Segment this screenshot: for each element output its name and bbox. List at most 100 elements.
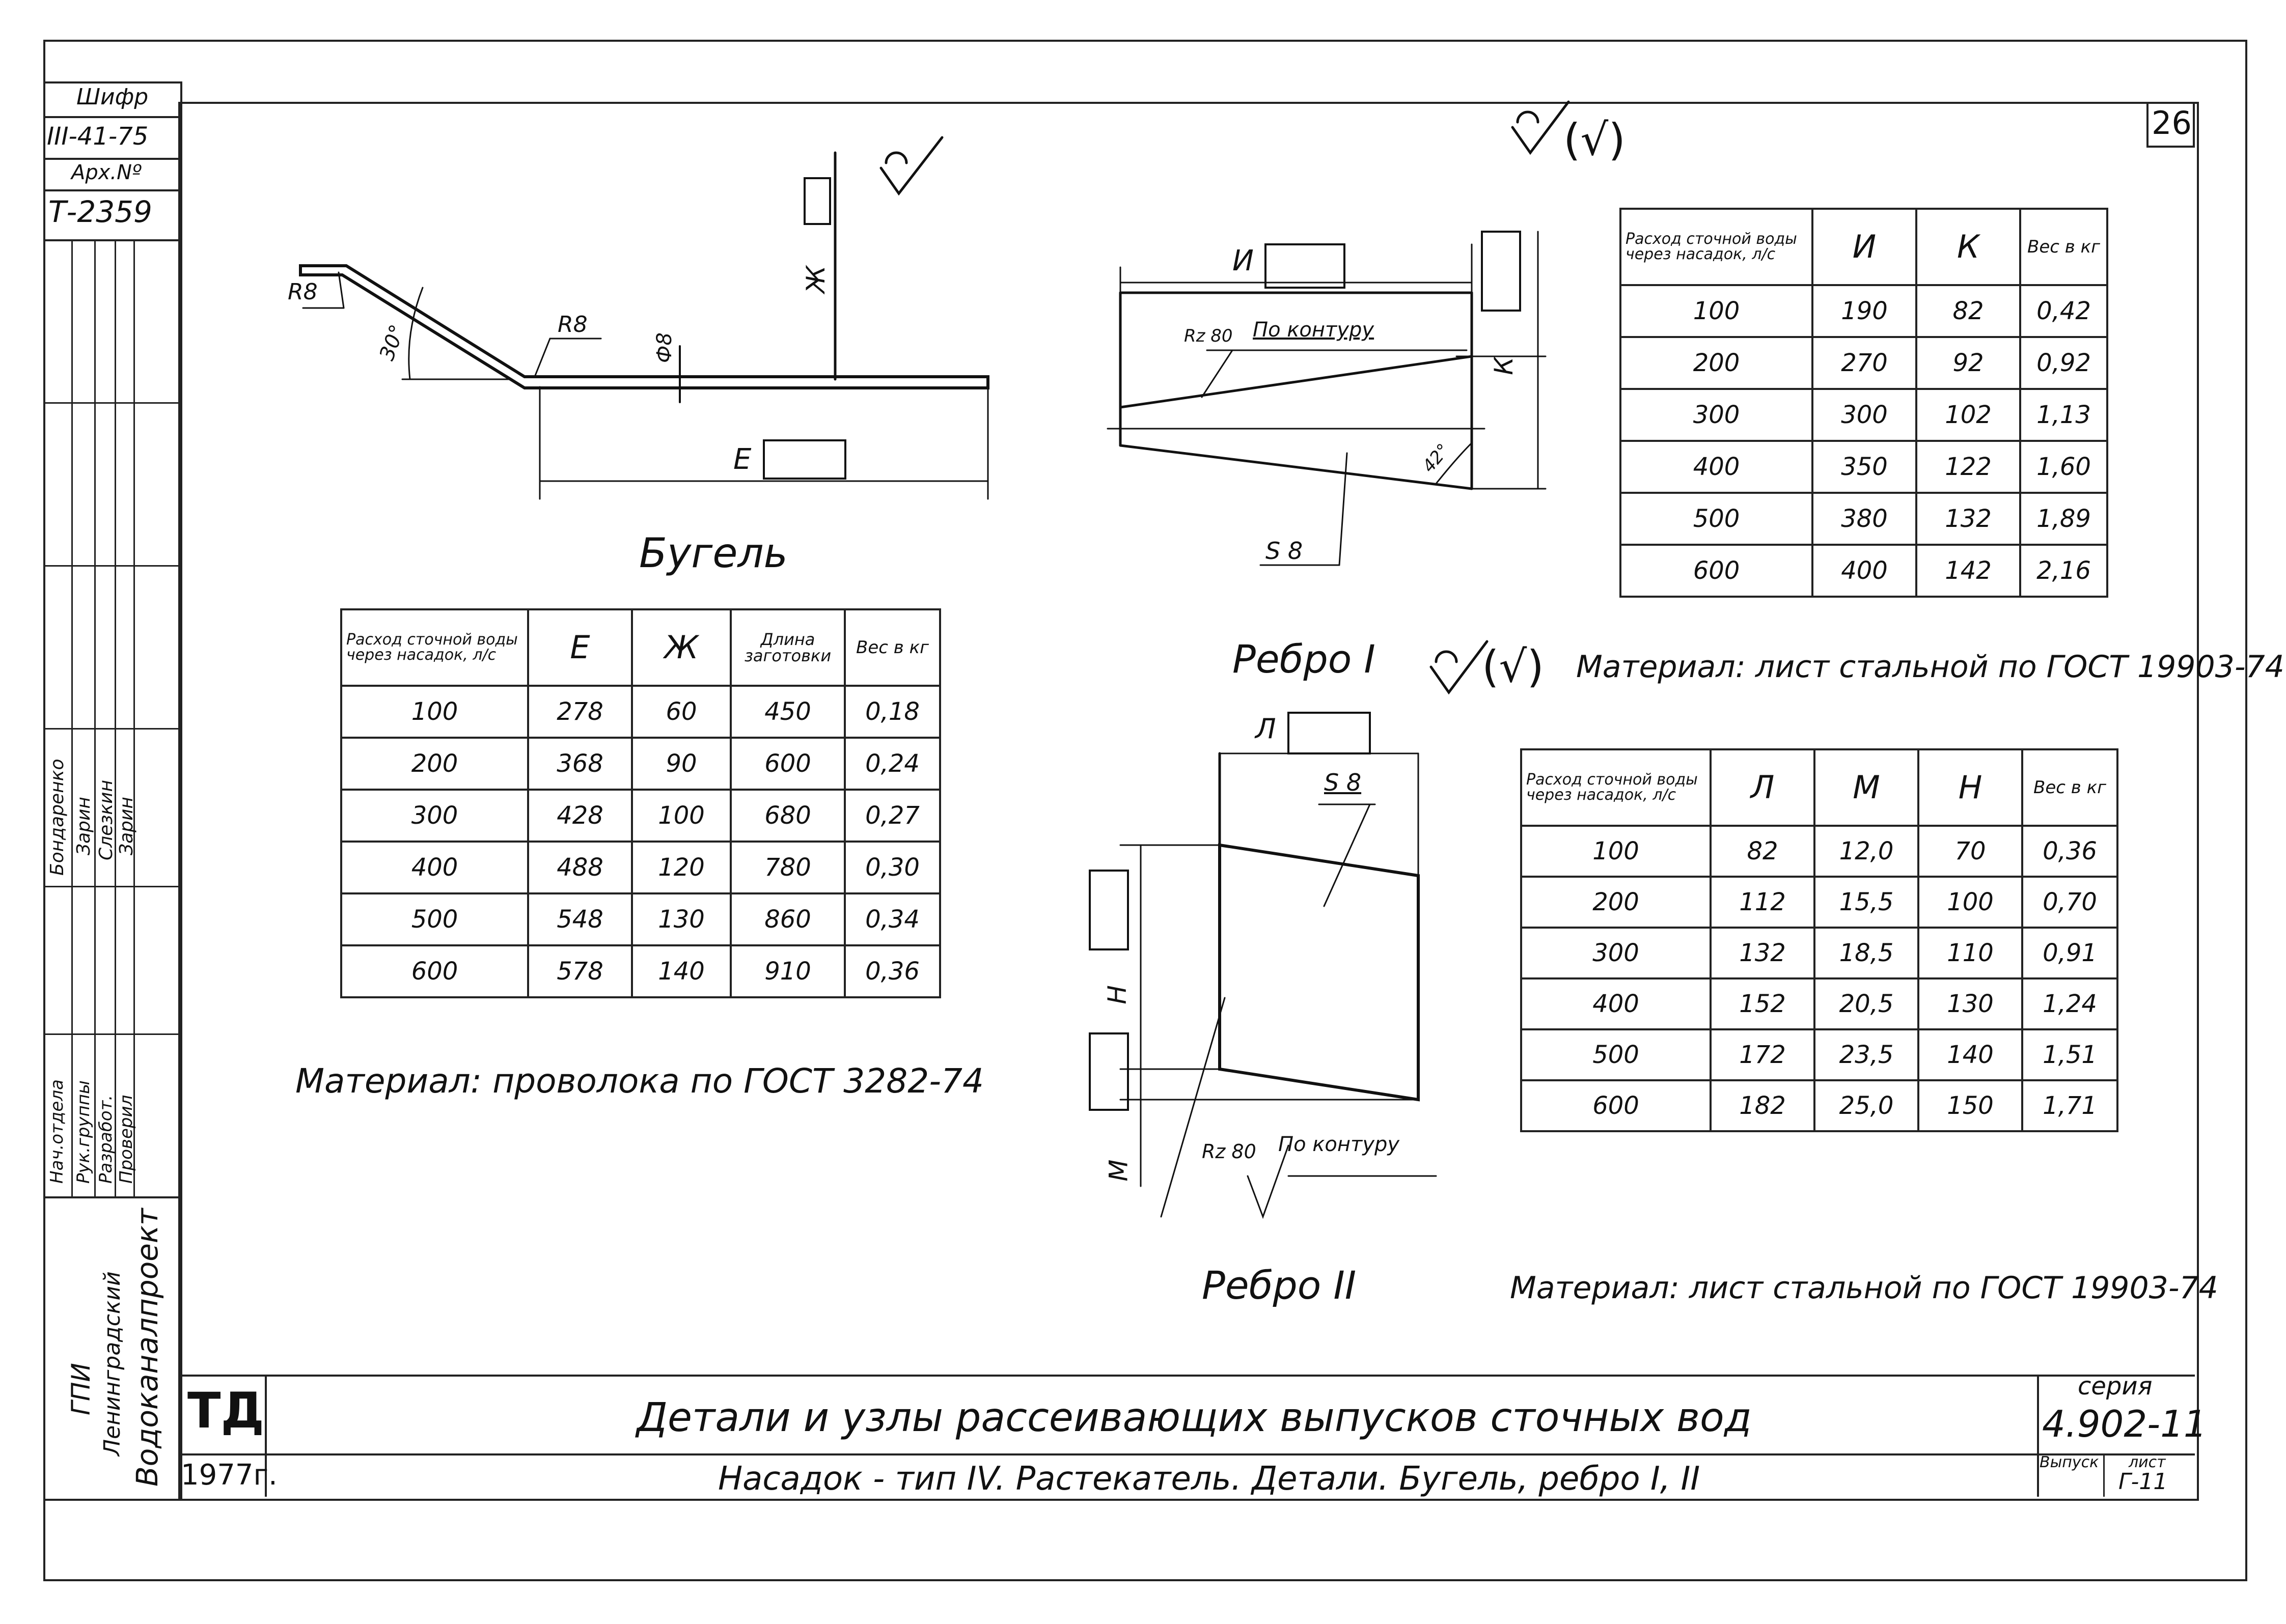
drawing-frame bbox=[178, 102, 2199, 1501]
cell: 150 bbox=[1917, 1079, 2023, 1132]
sheet-code: Г-11 bbox=[2118, 1469, 2168, 1495]
bugel-table: Расход сточной воды через насадок, л/с Е… bbox=[340, 608, 941, 998]
cell: 450 bbox=[730, 685, 846, 739]
rebro2-th-n: Н bbox=[1917, 748, 2023, 827]
cell: 400 bbox=[1520, 977, 1712, 1030]
rebro1-th-flow: Расход сточной воды через насадок, л/с bbox=[1619, 208, 1813, 286]
cell: 140 bbox=[1917, 1028, 2023, 1081]
rebro1-k-label: К bbox=[1489, 357, 1519, 375]
archive-divider-3 bbox=[43, 239, 178, 241]
sig-row-line bbox=[43, 1033, 178, 1035]
rebro1-rz-label: Rz 80 bbox=[1184, 326, 1233, 346]
cell: 120 bbox=[631, 841, 732, 894]
cell: 1,51 bbox=[2021, 1028, 2118, 1081]
sig-col-line bbox=[71, 239, 73, 1196]
cell: 1,60 bbox=[2019, 440, 2108, 494]
cell: 70 bbox=[1917, 825, 2023, 878]
cell: 92 bbox=[1915, 336, 2021, 390]
sheet-number: 26 bbox=[2152, 104, 2192, 142]
cell: 0,92 bbox=[2019, 336, 2108, 390]
rebro2-contour-leader bbox=[1160, 997, 1437, 1219]
cell: 102 bbox=[1915, 388, 2021, 442]
rebro2-rz-label: Rz 80 bbox=[1202, 1140, 1256, 1163]
rebro1-table: Расход сточной воды через насадок, л/с И… bbox=[1619, 208, 2108, 598]
cell: 0,27 bbox=[844, 789, 941, 843]
rebro2-th-l: Л bbox=[1710, 748, 1815, 827]
cell: 200 bbox=[1619, 336, 1813, 390]
rebro1-caption: Ребро I bbox=[1232, 636, 1375, 682]
rebro1-s-label: S 8 bbox=[1265, 537, 1303, 565]
title-block-sheet-divider bbox=[2103, 1453, 2105, 1497]
sheet-label: лист bbox=[2129, 1453, 2166, 1471]
cell: 500 bbox=[1619, 492, 1813, 546]
cell: 428 bbox=[527, 789, 633, 843]
roughness-mark-rebro2 bbox=[1429, 640, 1489, 695]
left-stamp-column bbox=[43, 81, 182, 1501]
sub-title: Насадок - тип IV. Растекатель. Детали. Б… bbox=[718, 1460, 1700, 1498]
bugel-r8b-label: R8 bbox=[558, 312, 588, 338]
title-block-right-divider bbox=[2037, 1375, 2039, 1497]
rebro2-table: Расход сточной воды через насадок, л/с Л… bbox=[1520, 748, 2118, 1132]
cell: 100 bbox=[1619, 284, 1813, 338]
main-title: Детали и узлы рассеивающих выпусков сточ… bbox=[637, 1395, 1752, 1441]
bugel-zh-label: Ж bbox=[801, 266, 831, 293]
cell: 82 bbox=[1710, 825, 1815, 878]
cell: 0,36 bbox=[844, 944, 941, 998]
cell: 90 bbox=[631, 737, 732, 791]
rebro1-th-weight: Вес в кг bbox=[2019, 208, 2108, 286]
bugel-th-e: Е bbox=[527, 608, 633, 687]
cell: 350 bbox=[1811, 440, 1917, 494]
series-number: 4.902-11 bbox=[2042, 1403, 2207, 1445]
cell: 0,36 bbox=[2021, 825, 2118, 878]
cell: 132 bbox=[1915, 492, 2021, 546]
cell: 172 bbox=[1710, 1028, 1815, 1081]
cell: 182 bbox=[1710, 1079, 1815, 1132]
cell: 600 bbox=[1619, 544, 1813, 598]
sig-col-line bbox=[133, 239, 135, 1196]
title-block-mid bbox=[178, 1453, 2195, 1455]
cell: 300 bbox=[1811, 388, 1917, 442]
cell: 122 bbox=[1915, 440, 2021, 494]
bugel-th-weight: Вес в кг bbox=[844, 608, 941, 687]
cell: 1,24 bbox=[2021, 977, 2118, 1030]
rebro2-m-label: М bbox=[1104, 1159, 1134, 1182]
cell: 110 bbox=[1917, 927, 2023, 979]
cell: 20,5 bbox=[1813, 977, 1919, 1030]
cell: 15,5 bbox=[1813, 876, 1919, 929]
cell: 130 bbox=[1917, 977, 2023, 1030]
cell: 1,13 bbox=[2019, 388, 2108, 442]
rebro2-contour-label: По контуру bbox=[1278, 1133, 1400, 1156]
cell: 300 bbox=[1619, 388, 1813, 442]
cell: 368 bbox=[527, 737, 633, 791]
cell: 0,91 bbox=[2021, 927, 2118, 979]
archive-divider-2 bbox=[43, 189, 178, 191]
cell: 112 bbox=[1710, 876, 1815, 929]
issue-label: Выпуск bbox=[2040, 1453, 2099, 1471]
cell: 400 bbox=[1811, 544, 1917, 598]
rebro2-s-label: S 8 bbox=[1324, 769, 1362, 796]
bugel-rod bbox=[299, 264, 989, 389]
bugel-r8b-leader-2 bbox=[534, 338, 551, 378]
cell: 780 bbox=[730, 841, 846, 894]
cell: 860 bbox=[730, 892, 846, 946]
roughness-mark-bugel bbox=[879, 136, 944, 196]
cell: 200 bbox=[1520, 876, 1712, 929]
cell: 130 bbox=[631, 892, 732, 946]
bugel-th-flow: Расход сточной воды через насадок, л/с bbox=[340, 608, 529, 687]
cell: 25,0 bbox=[1813, 1079, 1919, 1132]
rebro1-th-k: К bbox=[1915, 208, 2021, 286]
cell: 60 bbox=[631, 685, 732, 739]
cell: 0,24 bbox=[844, 737, 941, 791]
year: 1977г. bbox=[181, 1459, 278, 1492]
archive-number: Т-2359 bbox=[48, 194, 152, 229]
bugel-th-length: Длина заготовки bbox=[730, 608, 846, 687]
rebro1-slope-top bbox=[1119, 355, 1473, 409]
